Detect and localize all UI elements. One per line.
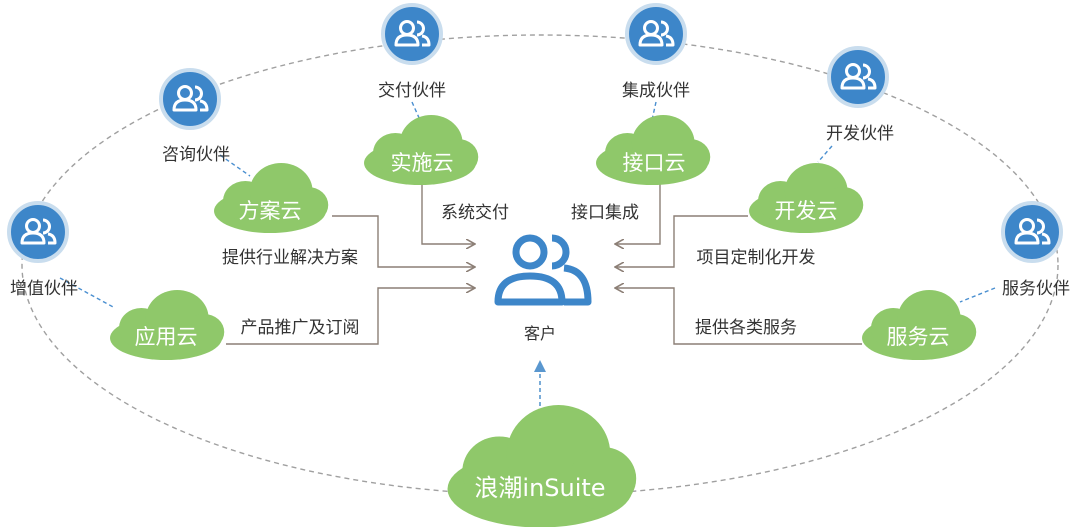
flow-label-fuwu: 提供各类服务	[695, 318, 797, 338]
cloud-fuwu: 服务云	[862, 290, 977, 360]
flow-label-yingyong: 产品推广及订阅	[241, 318, 360, 338]
flow-label-fangan: 提供行业解决方案	[222, 248, 358, 268]
cloud-label-fangan: 方案云	[239, 199, 302, 223]
partner-jiaofu: 交付伙伴	[378, 3, 446, 101]
arrow-yingyong	[226, 288, 474, 345]
ecosystem-boundary	[21, 34, 1059, 496]
cloud-shishi: 实施云	[364, 115, 479, 185]
partner-zengzhi: 增值伙伴	[7, 201, 78, 299]
cloud-label-yingyong: 应用云	[135, 325, 198, 349]
arrow-shishi	[421, 180, 474, 244]
partner-jicheng: 集成伙伴	[622, 3, 690, 101]
flow-label-kaifa: 项目定制化开发	[697, 248, 816, 268]
partner-label-zengzhi: 增值伙伴	[10, 279, 78, 299]
arrow-jiekou	[616, 180, 661, 244]
partner-label-fuwu: 服务伙伴	[1002, 279, 1070, 299]
cloud-kaifa: 开发云	[749, 163, 864, 233]
partner-label-jicheng: 集成伙伴	[622, 81, 690, 101]
cloud-label-main: 浪潮inSuite	[474, 474, 605, 502]
cloud-jiekou: 接口云	[596, 115, 711, 185]
customer-label: 客户	[524, 324, 556, 343]
cloud-fangan: 方案云	[214, 163, 329, 233]
arrow-kaifa	[616, 215, 748, 267]
partner-label-jiaofu: 交付伙伴	[378, 81, 446, 101]
partner-kaifa: 开发伙伴	[826, 46, 894, 144]
cloud-main-insuite: 浪潮inSuite	[447, 405, 637, 527]
cloud-label-jiekou: 接口云	[623, 151, 686, 175]
flow-arrows	[226, 180, 862, 345]
partner-fuwu: 服务伙伴	[1001, 201, 1070, 299]
partner-label-zixun: 咨询伙伴	[162, 145, 230, 165]
cloud-yingyong: 应用云	[110, 290, 225, 360]
customer-icon	[494, 234, 592, 306]
cloud-label-fuwu: 服务云	[887, 325, 950, 349]
partner-zixun: 咨询伙伴	[159, 68, 230, 165]
arrow-fuwu	[616, 288, 862, 345]
cloud-label-kaifa: 开发云	[775, 199, 838, 223]
flow-label-jiekou: 接口集成	[571, 203, 639, 223]
cloud-label-shishi: 实施云	[391, 151, 454, 175]
arrow-fangan	[332, 215, 474, 267]
partner-label-kaifa: 开发伙伴	[826, 124, 894, 144]
flow-label-shishi: 系统交付	[441, 203, 509, 223]
